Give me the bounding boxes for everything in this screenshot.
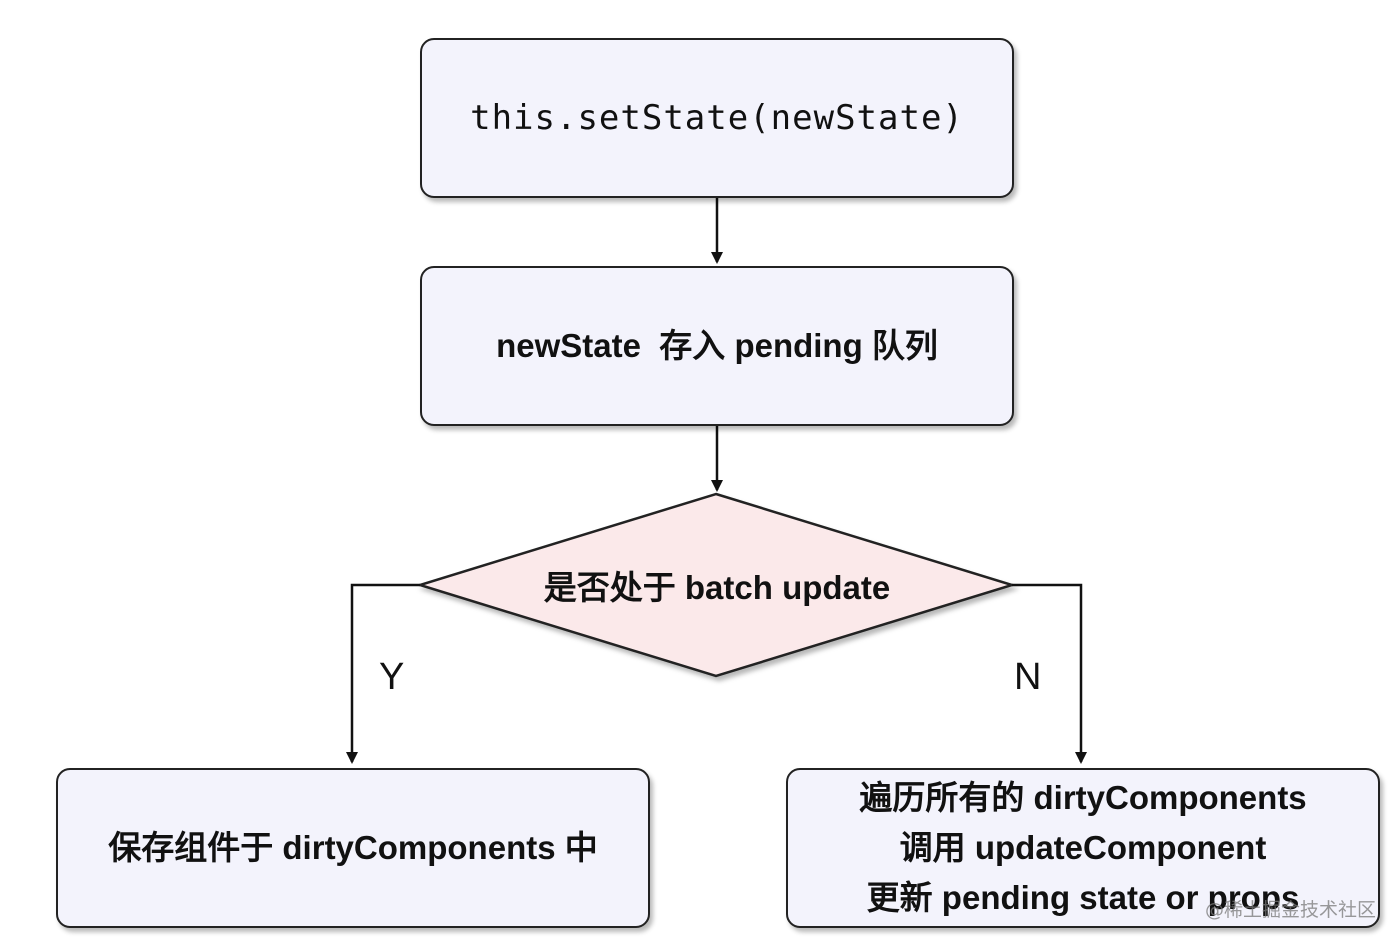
arrow-yes-branch bbox=[346, 583, 420, 764]
decision-diamond bbox=[415, 492, 1017, 678]
no-branch-label: N bbox=[1014, 656, 1042, 698]
update-components-node: 遍历所有的 dirtyComponents 调用 updateComponent… bbox=[786, 768, 1380, 928]
save-dirty-node-label: 保存组件于 dirtyComponents 中 bbox=[108, 829, 598, 866]
arrow-no-branch bbox=[1012, 583, 1087, 764]
update-line-3: 更新 pending state or props bbox=[866, 879, 1300, 916]
pending-queue-node: newState 存入 pending 队列 bbox=[420, 266, 1014, 426]
setstate-node-label: this.setState(newState) bbox=[470, 98, 964, 138]
save-dirty-node: 保存组件于 dirtyComponents 中 bbox=[56, 768, 650, 928]
decision-label: 是否处于 batch update bbox=[543, 569, 891, 606]
update-line-2: 调用 updateComponent bbox=[899, 829, 1267, 866]
update-line-1: 遍历所有的 dirtyComponents bbox=[859, 779, 1307, 816]
pending-queue-node-label: newState 存入 pending 队列 bbox=[496, 327, 938, 364]
yes-branch-label: Y bbox=[379, 656, 405, 698]
watermark: @稀土掘金技术社区 bbox=[1204, 899, 1376, 921]
setstate-node: this.setState(newState) bbox=[420, 38, 1014, 198]
